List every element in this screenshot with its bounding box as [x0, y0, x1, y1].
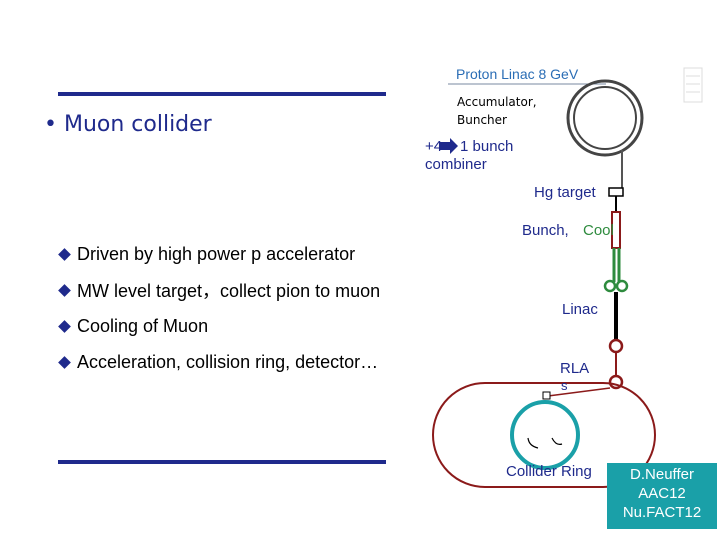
- list-item: Cooling of Muon: [58, 308, 380, 344]
- credit-workshop: Nu.FACT12: [622, 504, 702, 521]
- bullet-list: Driven by high power p accelerator MW le…: [58, 236, 380, 380]
- proton-linac-label: Proton Linac 8 GeV: [456, 66, 579, 82]
- top-divider: [58, 92, 386, 96]
- accumulator-ring: [566, 79, 644, 157]
- cool-label: Cool: [583, 222, 614, 239]
- combiner-prefix: +4: [425, 138, 443, 155]
- detector-arc-icon: [551, 437, 563, 445]
- credit-author: D.Neuffer: [630, 466, 694, 483]
- cooling-coil-icon: [615, 279, 629, 293]
- collider-ring-label: Collider Ring: [506, 463, 592, 480]
- credit-conference: AAC12: [638, 485, 686, 502]
- collider-ring: [510, 400, 580, 470]
- author-credit-box: D.Neuffer AAC12 Nu.FACT12: [607, 463, 717, 529]
- bullet-text: MW level target，collect pion to muon: [77, 281, 381, 301]
- hg-target-label: Hg target: [534, 184, 596, 201]
- faint-logo-icon: [683, 67, 703, 103]
- cooling-coil-icon: [603, 279, 617, 293]
- list-item: MW level target，collect pion to muon: [58, 272, 380, 308]
- transfer-line: [547, 387, 611, 397]
- hg-target-icon: [608, 187, 624, 197]
- arrow-right-icon: [440, 138, 458, 154]
- rla-loop-icon: [608, 338, 624, 354]
- rla-loop-icon: [608, 374, 624, 390]
- list-item: Driven by high power p accelerator: [58, 236, 380, 272]
- slide-title: • Muon collider: [44, 112, 212, 137]
- rla-label: RLA: [560, 360, 590, 377]
- rla-label-suffix: s: [561, 378, 568, 393]
- combiner-suffix: 1 bunch: [460, 138, 514, 155]
- buncher-section: [611, 211, 621, 249]
- buncher-ring: [573, 86, 637, 150]
- bullet-text: Driven by high power p accelerator: [77, 243, 356, 264]
- bottom-divider: [58, 460, 386, 464]
- buncher-label: Buncher: [457, 113, 507, 127]
- collider-racetrack: [432, 382, 656, 488]
- bullet-text: Cooling of Muon: [77, 315, 209, 336]
- accumulator-label: Accumulator,: [457, 95, 537, 109]
- bunch-label: Bunch,: [522, 222, 569, 239]
- detector-arc-icon: [527, 437, 539, 449]
- linac-label: Linac: [562, 301, 598, 318]
- combiner-label: combiner: [425, 156, 487, 173]
- bullet-text: Acceleration, collision ring, detector…: [77, 351, 379, 372]
- list-item: Acceleration, collision ring, detector…: [58, 344, 380, 380]
- injection-marker: [542, 391, 551, 400]
